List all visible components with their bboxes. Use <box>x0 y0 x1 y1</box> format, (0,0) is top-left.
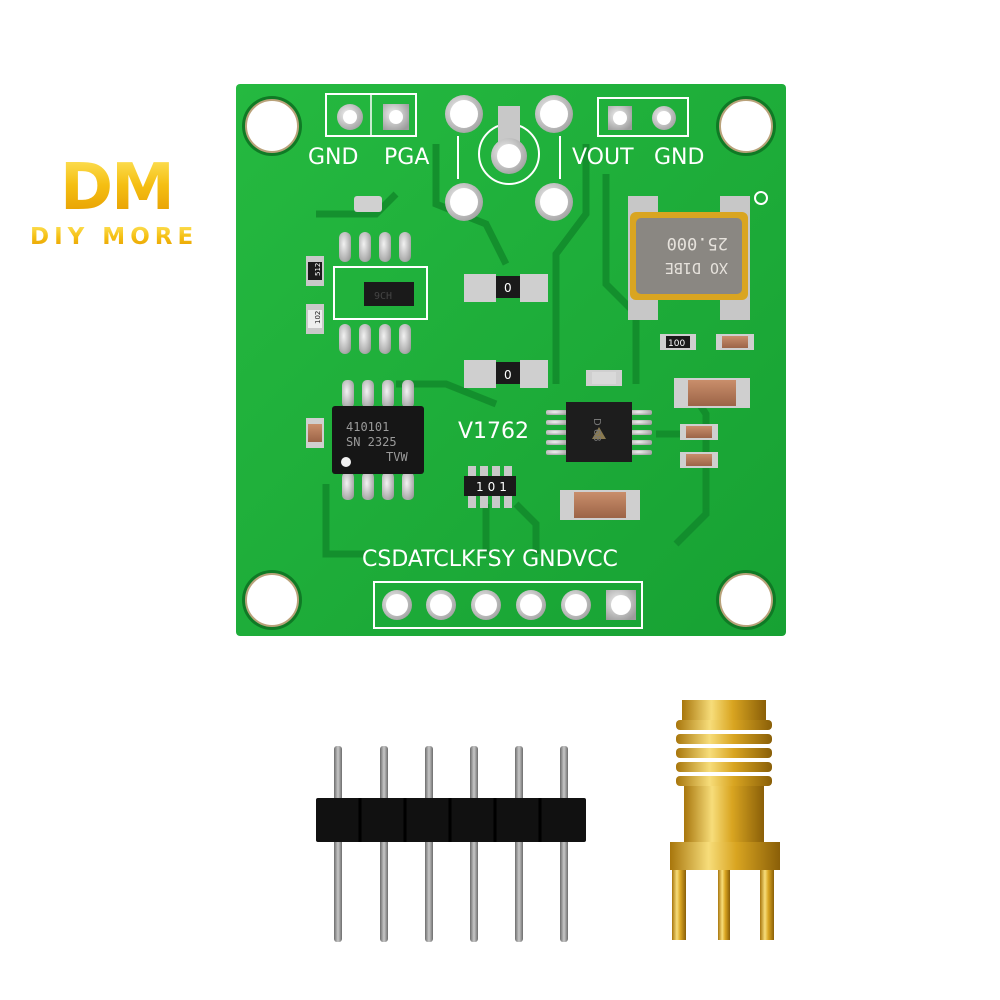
jumper-2: 0 <box>464 360 548 388</box>
svg-text:D 68: D 68 <box>591 418 602 442</box>
crystal-marking-2: 25.000 <box>667 233 728 253</box>
crystal-marking-1: XO D1BE <box>665 259 728 277</box>
label-gnd-left: GND <box>308 145 358 170</box>
label-pga: PGA <box>384 145 429 170</box>
soic8-marking-3: TVW <box>386 450 408 464</box>
svg-text:101: 101 <box>476 480 511 494</box>
logo-text: DIY MORE <box>30 224 199 250</box>
jumper-1: 0 <box>464 274 548 302</box>
header-gnd-pga: GND PGA <box>308 93 429 170</box>
sma-footprint <box>445 95 573 221</box>
soic8-marking-1: 410101 <box>346 420 389 434</box>
label-gnd-right: GND <box>654 145 704 170</box>
sma-connector <box>670 700 780 940</box>
mounting-holes <box>242 96 776 630</box>
resistor-r1: 512 <box>306 256 324 286</box>
crystal-oscillator: XO D1BE 25.000 <box>628 191 768 320</box>
msop-ic: D 68 <box>546 402 652 462</box>
sot23-marking: 9CH <box>374 291 392 302</box>
soic8-ic: 410101 SN 2325 TVW <box>306 380 424 500</box>
resistor-r2: 102 <box>306 304 324 334</box>
svg-text:100: 100 <box>668 339 685 349</box>
resistor-array: 101 <box>464 466 516 508</box>
bottom-header-footprint <box>373 581 643 629</box>
pin-header <box>316 746 586 942</box>
svg-text:102: 102 <box>314 311 322 324</box>
header-vout-gnd: VOUT GND <box>572 97 704 170</box>
bottom-header-label: CSDATCLKFSY GNDVCC <box>362 547 618 572</box>
pcb-board: GND PGA VOUT GND XO D1BE 25.000 <box>236 84 786 636</box>
resistor-r3: 100 <box>660 334 696 350</box>
sot23-ic: 9CH <box>333 196 428 354</box>
svg-text:512: 512 <box>314 263 322 276</box>
diymore-logo: DM DIY MORE <box>28 150 258 260</box>
logo-mark: DM <box>60 151 175 225</box>
version-label: V1762 <box>458 419 529 444</box>
label-vout: VOUT <box>572 145 634 170</box>
soic8-marking-2: SN 2325 <box>346 435 397 449</box>
svg-text:0: 0 <box>504 368 512 382</box>
svg-text:0: 0 <box>504 281 512 295</box>
